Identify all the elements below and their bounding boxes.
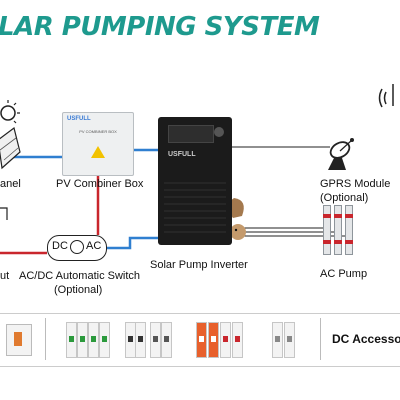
switch-dc-text: DC [52,240,68,252]
acdc-switch-label: AC/DC Automatic Switch [19,270,141,282]
pv-combiner-box-label: PV Combiner Box [56,178,144,190]
pv-combiner-box: USFULL PV COMBINER BOX [62,112,134,176]
strip-divider [45,318,46,360]
warning-icon [91,146,105,158]
switch-ac-text: AC [86,240,102,252]
fuse-holders [272,322,302,358]
pv-panel-icon [0,100,21,170]
gprs-optional-label: (Optional) [320,192,369,204]
acdc-switch: DC AC [47,235,107,261]
power-icon [70,240,84,254]
dc-accessories-label: DC Accesso [332,332,400,346]
breaker-group-3 [150,322,180,358]
surge-protector [196,322,252,358]
inverter-brand: USFULL [168,151,196,158]
ac-pump-2 [334,205,342,255]
inverter-knob [214,127,224,137]
inverter-heatsink [164,177,226,237]
left-device-icon [0,207,8,220]
left-output-label: ut [0,270,10,282]
ac-pump-1 [323,205,331,255]
ac-pump-3 [345,205,353,255]
breaker-group-2 [125,322,146,358]
pv-panel-label: anel [0,178,21,190]
gprs-dish-icon [328,138,354,170]
inverter-display [168,125,214,143]
combiner-brand: USFULL [67,116,91,122]
combiner-subtitle: PV COMBINER BOX [79,129,117,134]
gprs-module-label: GPRS Module [320,178,391,190]
page-title: LAR PUMPING SYSTEM [0,12,320,42]
isolator-switch-icon [2,322,36,356]
dc-wire-switch-inverter [105,236,158,250]
breaker-group-1 [66,322,112,358]
acdc-optional-label: (Optional) [54,284,103,296]
ac-pump-label: AC Pump [320,268,368,280]
solar-pump-inverter-label: Solar Pump Inverter [150,259,248,271]
solar-pump-inverter: USFULL [158,117,232,245]
strip-divider [320,318,321,360]
signal-tower-icon [378,84,394,108]
